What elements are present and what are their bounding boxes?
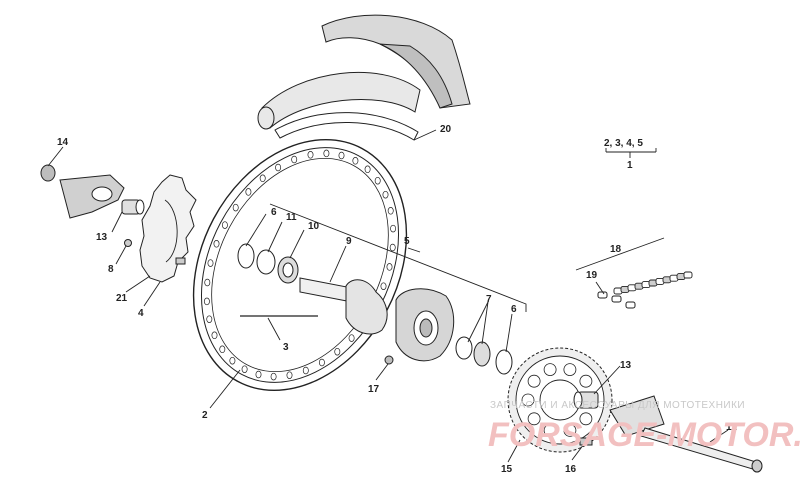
callout-16: 16 [565,464,577,475]
sprocket-hole [563,363,577,377]
callout-15: 15 [501,464,513,475]
callout-6-right: 6 [511,304,517,315]
rim-hole [374,176,381,185]
callout-17: 17 [368,384,380,395]
rim-hole [221,221,228,229]
sprocket-hole [521,393,535,407]
caliper-bracket-illustration [59,174,125,219]
sprocket-hole [579,374,593,388]
callout-1: 1 [627,160,633,171]
sprocket-hole [543,363,557,377]
disc-bolt-illustration [124,239,132,247]
callout-10: 10 [308,221,320,232]
callout-9: 9 [346,236,352,247]
rim-hole [348,334,355,342]
callout-3: 3 [283,342,289,353]
sprocket-hole [563,423,577,437]
rim-hole [323,149,330,158]
rim-spoke-holes [203,149,397,381]
callout-11: 11 [286,212,297,223]
tire-illustration [321,14,471,109]
tube-illustration [257,72,421,130]
rim-hole [259,174,266,183]
right-bearings-illustration [455,336,513,375]
sprocket-hole [527,412,541,426]
rim-hole [380,282,387,290]
chain-link [683,271,693,279]
rim-hole [387,207,394,215]
rim-illustration [192,138,408,392]
watermark-logo: FORSAGE-MOTOR.RU [488,416,800,454]
sprocket-hole [579,412,593,426]
sprocket-hole [543,423,557,437]
rim-hole [286,371,293,379]
rim-hole [291,155,298,164]
rim-hole [232,203,239,212]
callout-2345: 2, 3, 4, 5 [604,138,643,149]
rim-hole [389,243,396,252]
callout-20: 20 [440,124,452,135]
callout-6-left: 6 [271,207,277,218]
sprocket-bolt-illustration [579,437,593,446]
axle-nut-illustration [40,164,56,182]
rim-hole [229,356,236,365]
watermark-caption: ЗАПЧАСТИ И АКСЕССУАРЫ ДЛЯ МОТОТЕХНИКИ [490,400,745,411]
hub-sleeve-illustration [299,277,353,303]
rim-hole [203,297,210,306]
watermark: FORSAGE-MOTOR.RU ЗАПЧАСТИ И АКСЕССУАРЫ Д… [488,400,800,454]
callout-12: 12 [726,422,738,433]
right-spacer-illustration [573,391,599,409]
rim-hole [213,240,220,248]
callout-19: 19 [586,270,598,281]
rim-hole [255,370,262,379]
callout-2: 2 [202,410,208,421]
rim-hole [207,259,214,267]
callout-13-right: 13 [620,360,632,371]
chain-master-link-illustration [597,291,636,309]
rim-hole [302,366,309,375]
rim-hole [334,347,341,356]
rim-hole [386,263,393,271]
callout-8: 8 [108,264,114,275]
rim-hole [275,163,282,172]
rim-hole [382,190,389,199]
rim-hole [364,165,371,174]
callout-14: 14 [57,137,69,148]
callout-21: 21 [116,293,128,304]
callout-5: 5 [404,236,410,247]
callout-18: 18 [610,244,622,255]
rim-hole [318,358,325,367]
brake-disc-illustration [139,174,197,283]
callout-4: 4 [138,308,144,319]
rim-hole [211,331,218,340]
rim-hole [307,151,314,159]
hub-bolt-illustration [384,355,394,365]
chain-adjuster-illustration [609,395,665,437]
hub-illustration [345,279,455,362]
rim-hole [338,151,345,160]
callout-labels: 2, 3, 4, 5 1 20 14 13 8 21 4 2 3 6 11 10… [57,124,738,475]
left-bearings-illustration [237,243,299,284]
rim-hole [390,224,397,233]
rim-hole [352,157,359,165]
rim-hole [270,372,277,381]
rim-strip-illustration [274,112,419,141]
callout-7: 7 [486,294,492,305]
sprocket-hole [527,374,541,388]
rim-hole [204,278,211,287]
leader-lines [47,129,729,463]
rim-hole [245,188,252,196]
rim-hole [219,345,226,354]
left-spacer-illustration [121,199,145,215]
sprocket-illustration [507,347,613,453]
chain-illustration [613,271,693,295]
rim-hole [241,365,248,373]
callout-13-left: 13 [96,232,108,243]
rim-hole [206,315,213,323]
